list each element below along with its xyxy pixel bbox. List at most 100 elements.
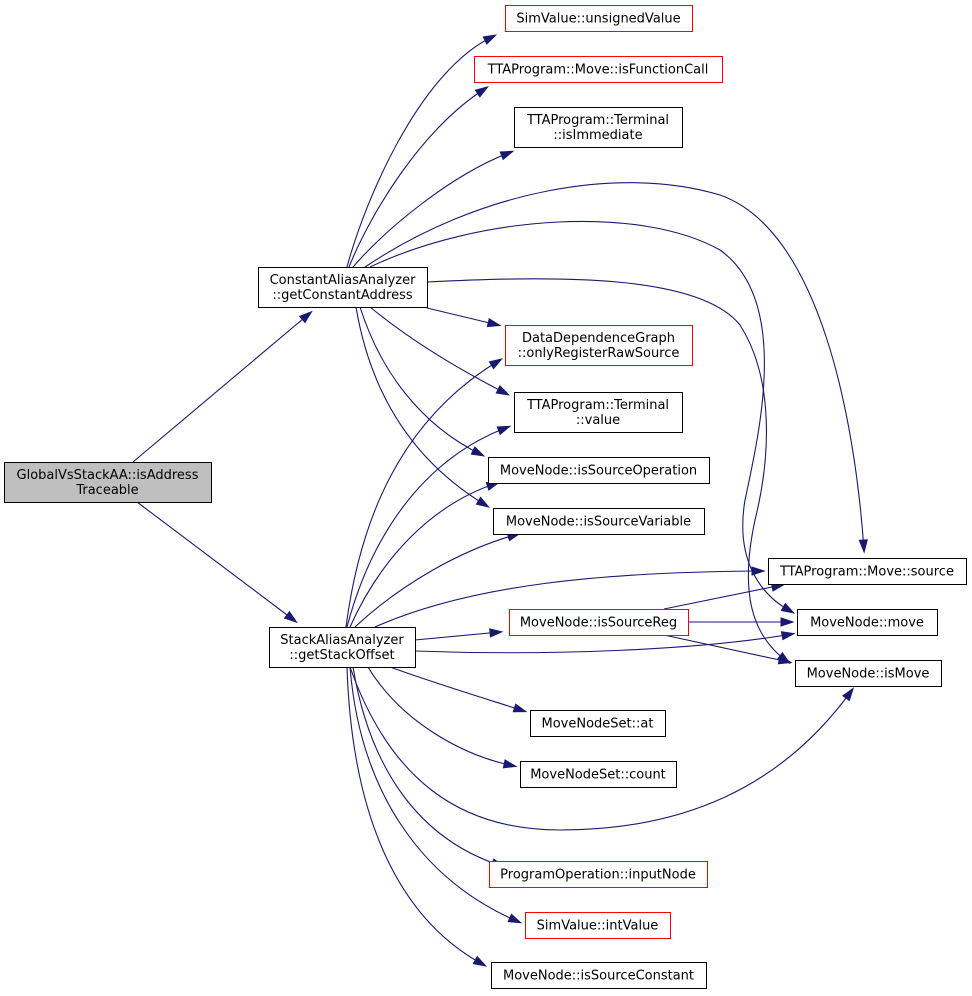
node-box: [491, 962, 707, 989]
node-label-line: TTAProgram::Move::source: [779, 565, 954, 580]
node-terminal-value[interactable]: TTAProgram::Terminal::value: [514, 392, 683, 433]
edge-root-to-constant_alias: [132, 310, 313, 463]
node-box: [488, 457, 710, 484]
node-box: [520, 761, 677, 788]
arrowhead: [298, 310, 313, 324]
arrowhead: [502, 759, 518, 769]
node-box: [525, 912, 671, 939]
node-label-line: MoveNode::isSourceOperation: [500, 464, 697, 479]
edge-constant_alias-to-is_function_call: [348, 86, 489, 268]
node-label-line: ::getConstantAddress: [272, 288, 413, 303]
edge-constant_alias-to-terminal_value: [369, 306, 511, 396]
node-label-line: MoveNode::isMove: [807, 667, 930, 682]
arrowhead: [283, 610, 298, 624]
node-label-line: TTAProgram::Terminal: [526, 398, 669, 413]
arrowhead: [488, 358, 504, 370]
node-box: [269, 627, 416, 668]
node-box: [530, 710, 666, 737]
edge-stack_alias-to-is_source_variable: [354, 532, 522, 628]
node-sim-unsigned[interactable]: SimValue::unsignedValue: [505, 5, 693, 32]
node-terminal-is-immediate[interactable]: TTAProgram::Terminal::isImmediate: [514, 107, 683, 148]
edge-root-to-stack_alias: [136, 501, 298, 624]
node-label-line: ConstantAliasAnalyzer: [270, 273, 417, 288]
node-label-line: ::getStackOffset: [289, 648, 394, 663]
arrowhead: [472, 955, 488, 967]
edge-constant_alias-to-move_source: [364, 182, 868, 554]
arrowhead: [512, 703, 528, 713]
node-label-line: DataDependenceGraph: [522, 331, 675, 346]
node-box: [514, 107, 683, 148]
edge-stack_alias-to-is_source_reg: [414, 628, 504, 641]
node-box: [797, 609, 938, 636]
node-movenode-move[interactable]: MoveNode::move: [797, 609, 938, 636]
edge-stack_alias-to-move_source: [374, 566, 766, 628]
node-movenodeset-count[interactable]: MoveNodeSet::count: [520, 761, 677, 788]
node-label-line: ProgramOperation::inputNode: [500, 868, 696, 883]
edge-constant_alias-to-is_source_operation: [359, 306, 486, 457]
edge-stack_alias-to-movenode_is_move: [349, 666, 855, 831]
node-is-function-call[interactable]: TTAProgram::Move::isFunctionCall: [474, 56, 723, 83]
node-is-source-variable[interactable]: MoveNode::isSourceVariable: [493, 508, 705, 535]
arrowhead: [751, 566, 766, 576]
node-box: [509, 609, 689, 636]
arrowhead: [496, 425, 512, 436]
node-label-line: TTAProgram::Terminal: [526, 113, 669, 128]
node-constant-alias[interactable]: ConstantAliasAnalyzer::getConstantAddres…: [258, 267, 428, 308]
node-program-operation-input[interactable]: ProgramOperation::inputNode: [489, 861, 708, 888]
node-box: [258, 267, 428, 308]
arrowhead: [777, 655, 793, 665]
node-label-line: GlobalVsStackAA::isAddress: [17, 468, 199, 483]
node-movenode-is-move[interactable]: MoveNode::isMove: [795, 660, 942, 687]
arrowhead: [475, 496, 491, 508]
edge-stack_alias-to-terminal_value: [346, 425, 512, 628]
node-label-line: ::isImmediate: [553, 128, 642, 143]
node-is-source-reg[interactable]: MoveNode::isSourceReg: [509, 609, 689, 636]
edge-constant_alias-to-movenode_move: [369, 220, 796, 614]
node-is-source-constant[interactable]: MoveNode::isSourceConstant: [491, 962, 707, 989]
node-label-line: ::value: [576, 413, 620, 428]
node-label-line: MoveNode::move: [810, 616, 924, 631]
edge-is_source_reg-to-move_source: [663, 582, 786, 610]
arrowhead: [470, 446, 486, 457]
edge-constant_alias-to-is_source_variable: [355, 306, 491, 508]
edge-stack_alias-to-sim_int_value: [349, 666, 523, 924]
node-label-line: MoveNode::isSourceVariable: [506, 515, 691, 530]
node-move-source[interactable]: TTAProgram::Move::source: [768, 558, 967, 585]
node-box: [4, 462, 212, 503]
edge-constant_alias-to-terminal_is_immediate: [352, 150, 515, 268]
edge-stack_alias-to-movenodeset_count: [367, 666, 518, 769]
node-label-line: MoveNodeSet::at: [542, 717, 654, 732]
node-ddg-only-register[interactable]: DataDependenceGraph::onlyRegisterRawSour…: [505, 325, 693, 366]
node-movenodeset-at[interactable]: MoveNodeSet::at: [530, 710, 666, 737]
node-stack-alias[interactable]: StackAliasAnalyzer::getStackOffset: [269, 627, 416, 668]
arrowhead: [495, 385, 511, 396]
node-box: [493, 508, 705, 535]
arrowhead: [482, 34, 498, 45]
node-box: [489, 861, 708, 888]
node-box: [505, 325, 693, 366]
edge-is_source_reg-to-movenode_move: [688, 617, 795, 627]
edge-stack_alias-to-ddg_only_register: [345, 358, 504, 628]
edge-is_source_reg-to-movenode_is_move: [663, 634, 793, 665]
node-label-line: StackAliasAnalyzer: [280, 633, 404, 648]
arrowhead: [489, 628, 504, 638]
edge-stack_alias-to-movenode_move: [414, 631, 796, 654]
edge-stack_alias-to-is_source_constant: [346, 666, 488, 967]
node-label-line: MoveNode::isSourceReg: [520, 616, 677, 631]
arrowhead: [507, 913, 523, 924]
call-edges: [132, 34, 868, 967]
node-is-source-operation[interactable]: MoveNode::isSourceOperation: [488, 457, 710, 484]
node-label-line: MoveNodeSet::count: [530, 768, 666, 783]
node-label-line: ::onlyRegisterRawSource: [518, 346, 680, 361]
node-label-line: SimValue::unsignedValue: [516, 12, 680, 27]
node-box: [795, 660, 942, 687]
node-label-line: Traceable: [75, 483, 138, 498]
node-sim-int-value[interactable]: SimValue::intValue: [525, 912, 671, 939]
arrowhead: [499, 150, 515, 161]
node-box: [768, 558, 967, 585]
node-box: [505, 5, 693, 32]
node-box: [514, 392, 683, 433]
node-label-line: SimValue::intValue: [537, 919, 659, 934]
